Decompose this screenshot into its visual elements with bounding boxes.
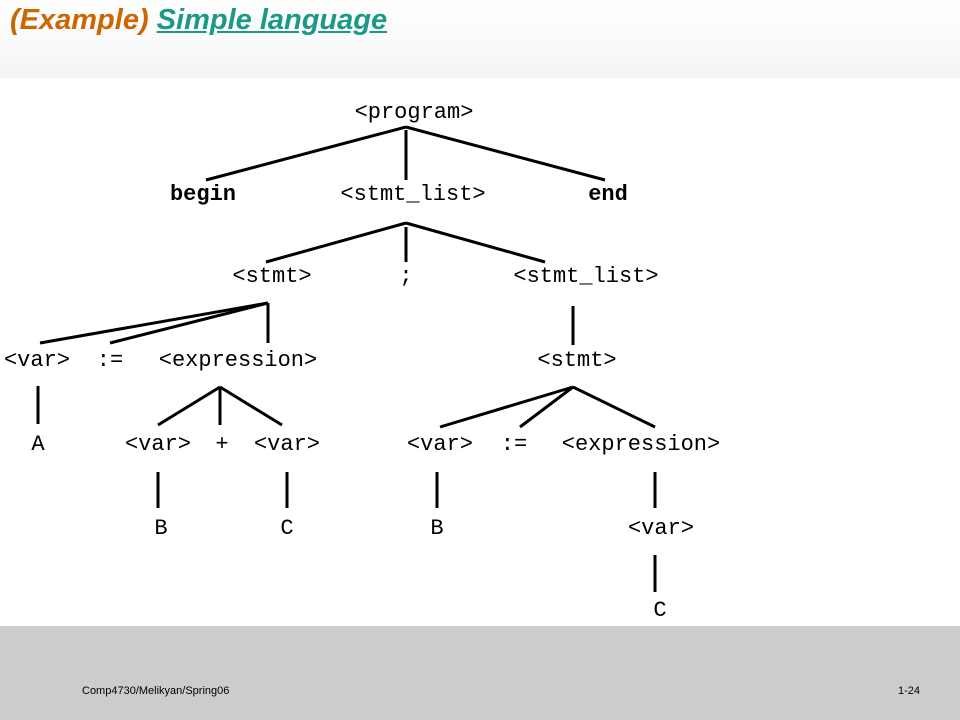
node-stmt-2: <stmt> <box>537 348 616 373</box>
edge-program-end <box>405 125 606 182</box>
node-plus: + <box>215 432 228 457</box>
node-stmt-list-2: <stmt_list> <box>513 264 658 289</box>
edge-expr-var <box>157 385 221 427</box>
edge-stmt2-expression <box>572 385 656 429</box>
edge-expr-var-2 <box>219 385 283 427</box>
title-band <box>0 0 960 78</box>
parse-tree: <program> begin <stmt_list> end <stmt> ;… <box>4 100 720 623</box>
node-var-2: <var> <box>125 432 191 457</box>
node-expression: <expression> <box>159 348 317 373</box>
node-assign-2: := <box>501 432 527 457</box>
edge-stmt-list-stmt-list <box>405 221 546 264</box>
edge-stmt-list-stmt <box>265 221 407 264</box>
node-id-a: A <box>31 432 45 457</box>
edge-program-begin <box>205 125 407 182</box>
slide-number: 1-24 <box>898 685 921 697</box>
node-id-b: B <box>154 516 167 541</box>
node-var-5: <var> <box>628 516 694 541</box>
edge-stmt-assign <box>109 301 269 345</box>
node-var: <var> <box>4 348 70 373</box>
node-semicolon: ; <box>399 264 412 289</box>
node-stmt: <stmt> <box>232 264 311 289</box>
slide-title: (Example) Simple language <box>10 4 387 37</box>
tree-nodes: <program> begin <stmt_list> end <stmt> ;… <box>4 100 720 623</box>
node-var-4: <var> <box>407 432 473 457</box>
node-stmt-list: <stmt_list> <box>340 182 485 207</box>
node-begin: begin <box>170 182 236 207</box>
edge-stmt2-assign <box>519 385 574 429</box>
edge-stmt-var <box>39 301 269 345</box>
node-expression-2: <expression> <box>562 432 720 457</box>
node-program: <program> <box>355 100 474 125</box>
footer-course-label: Comp4730/Melikyan/Spring06 <box>82 685 230 697</box>
node-id-b-2: B <box>430 516 443 541</box>
tree-edges <box>36 125 657 592</box>
node-id-c: C <box>280 516 293 541</box>
title-link[interactable]: Simple language <box>156 4 388 36</box>
title-prefix: (Example) <box>10 4 149 36</box>
node-id-c-2: C <box>653 598 666 623</box>
edge-stmt2-var <box>439 385 574 429</box>
node-assign: := <box>97 348 123 373</box>
node-end: end <box>588 182 628 207</box>
node-var-3: <var> <box>254 432 320 457</box>
footer: Comp4730/Melikyan/Spring06 1-24 <box>0 626 960 720</box>
